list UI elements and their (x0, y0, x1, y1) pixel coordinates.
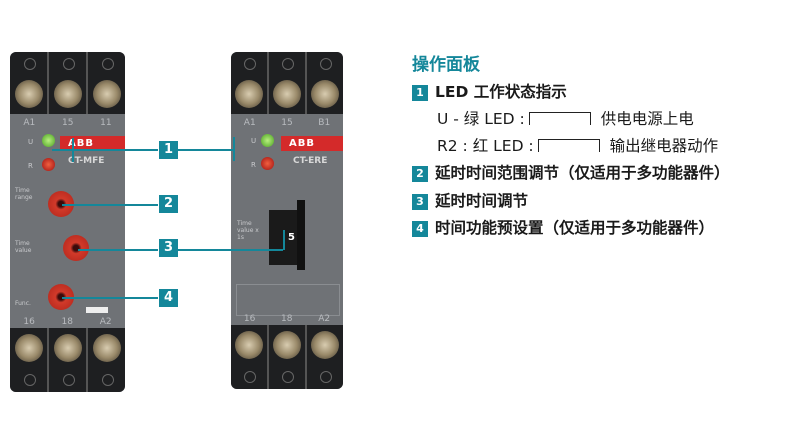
pulse-icon (537, 139, 600, 152)
legend-item-4: 4 时间功能预设置（仅适用于多功能器件） (412, 216, 714, 238)
green-led-icon (261, 134, 274, 147)
top-terminal-labels: A1 15 B1 (231, 118, 343, 128)
terminal-label: A2 (318, 314, 331, 324)
legend-label: LED 工作状态指示 (435, 83, 567, 101)
terminal-label: 15 (281, 118, 293, 128)
callout-badge-1: 1 (159, 141, 178, 159)
screw-icon (53, 334, 82, 362)
model-label: CT-MFE (68, 156, 105, 166)
led-line-green: U - 绿 LED : 供电电源上电 (437, 107, 694, 129)
relay-ct-mfe: A1 15 11 U R ABB CT-MFE Time range Time … (10, 52, 125, 392)
leader-line-3 (78, 249, 158, 251)
led-r-label: R (28, 162, 33, 170)
terminal-label: 11 (100, 118, 112, 128)
terminal-label: 18 (61, 317, 73, 327)
model-label: CT-ERE (293, 156, 328, 166)
callout-badge-4: 4 (159, 289, 178, 307)
time-range-label: Time range (15, 187, 33, 201)
legend-label: 延时时间范围调节（仅适用于多功能器件） (435, 164, 730, 182)
callout-badge-2: 2 (159, 195, 178, 213)
led-u-label: U (251, 137, 257, 145)
time-value-label: Time value x 1s (237, 220, 259, 241)
screw-icon (311, 80, 339, 108)
terminal-label: A1 (243, 118, 256, 128)
leader-line-3-right (178, 249, 283, 251)
terminal-label: B1 (318, 118, 331, 128)
bottom-terminal-labels: 16 18 A2 (231, 314, 343, 324)
leader-line-4 (62, 297, 158, 299)
leader-line-3-up (283, 230, 285, 250)
section-title: 操作面板 (412, 55, 480, 75)
leader-line-1-bracket (72, 138, 74, 162)
bottom-terminal-block (231, 325, 343, 389)
screw-icon (235, 331, 263, 359)
screw-icon (14, 80, 43, 108)
legend-number: 2 (412, 166, 428, 182)
top-terminal-block (231, 52, 343, 114)
bottom-terminal-labels: 16 18 A2 (10, 317, 125, 327)
terminal-label: A1 (23, 118, 36, 128)
terminal-label: 15 (61, 118, 74, 128)
legend-item-1: 1 LED 工作状态指示 (412, 80, 567, 102)
led-prefix: R2 : 红 LED : (437, 137, 534, 155)
relay-ct-ere: A1 15 B1 U R ABB CT-ERE Time value x 1s … (231, 52, 343, 389)
led-desc: 供电电源上电 (600, 110, 694, 128)
screw-icon (53, 80, 82, 108)
terminal-label: A2 (99, 317, 112, 327)
top-terminal-labels: A1 15 11 (10, 118, 125, 128)
terminal-label: 18 (281, 314, 293, 324)
screw-icon (14, 334, 43, 362)
led-line-red: R2 : 红 LED : 输出继电器动作 (437, 134, 718, 156)
screw-icon (311, 331, 339, 359)
green-led-icon (42, 134, 55, 147)
label-window (236, 284, 340, 316)
red-led-icon (42, 158, 55, 171)
led-u-label: U (28, 138, 34, 146)
red-led-icon (261, 157, 274, 170)
leader-line-1-right (178, 149, 233, 151)
leader-line-1-bracket-right (233, 137, 235, 161)
callout-badge-3: 3 (159, 239, 178, 257)
leader-line-1 (52, 149, 158, 151)
legend-number: 3 (412, 194, 428, 210)
time-value-label: Time value (15, 240, 32, 254)
legend-label: 延时时间调节 (435, 192, 529, 210)
led-prefix: U - 绿 LED : (437, 110, 525, 128)
terminal-label: 16 (243, 314, 256, 324)
top-terminal-block (10, 52, 125, 114)
screw-icon (92, 334, 121, 362)
legend-item-3: 3 延时时间调节 (412, 189, 528, 211)
dial-value: 5 (288, 232, 295, 243)
abb-logo: ABB (281, 136, 343, 151)
terminal-label: 16 (23, 317, 35, 327)
time-value-knob[interactable] (63, 235, 89, 261)
bottom-terminal-block (10, 328, 125, 392)
function-marker (86, 307, 108, 313)
function-label: Func. (15, 300, 31, 307)
legend-number: 1 (412, 85, 428, 101)
screw-icon (273, 80, 301, 108)
screw-icon (273, 331, 301, 359)
legend-number: 4 (412, 221, 428, 237)
dial-housing (297, 200, 305, 270)
screw-icon (92, 80, 121, 108)
screw-icon (235, 80, 263, 108)
abb-logo: ABB (60, 136, 125, 151)
leader-line-2 (62, 204, 158, 206)
pulse-icon (528, 112, 591, 125)
led-desc: 输出继电器动作 (609, 137, 719, 155)
legend-label: 时间功能预设置（仅适用于多功能器件） (435, 219, 715, 237)
legend-item-2: 2 延时时间范围调节（仅适用于多功能器件） (412, 161, 730, 183)
led-r-label: R (251, 161, 256, 169)
